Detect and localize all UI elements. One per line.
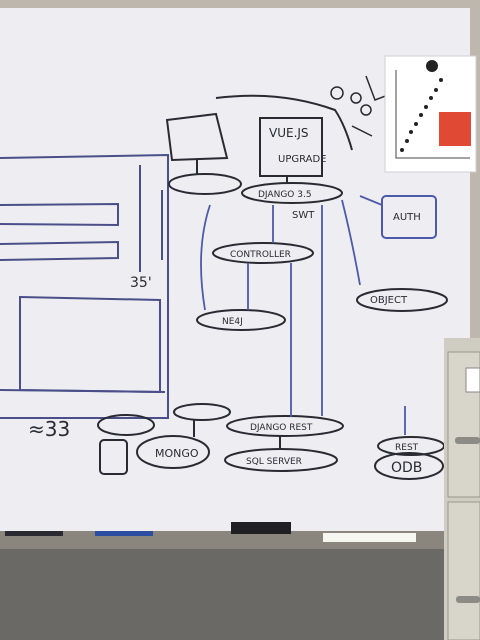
filing-cabinet: [444, 338, 480, 640]
vue-sub-label: UPGRADE: [278, 154, 327, 165]
node-left-top: [168, 173, 242, 195]
cylinder-icon: [99, 439, 128, 475]
node-ne4j: [196, 309, 286, 331]
mongo-box: [165, 112, 229, 162]
django-label: DJANGO 3.5: [258, 190, 312, 200]
eraser: [231, 522, 291, 534]
rest-label: REST: [395, 443, 419, 453]
mongo-label: MONGO: [155, 447, 199, 460]
node-mongo: [136, 435, 210, 469]
arrows-dark: [193, 94, 353, 449]
vue-label: VUE.JS: [269, 126, 309, 140]
marker-black: [5, 531, 63, 536]
node-controller: [212, 242, 314, 264]
measure-35: 35': [130, 275, 152, 291]
taped-graph-paper: [384, 55, 477, 173]
node-django-rest: [226, 415, 344, 437]
floorplan-sketch: [0, 153, 169, 419]
node-django: [241, 182, 343, 204]
auth-label: AUTH: [393, 212, 421, 223]
node-small: [173, 403, 231, 421]
swt-label: SWT: [292, 210, 315, 221]
node-object: [356, 288, 448, 312]
vue-box: [259, 117, 323, 177]
node-cylinder-top: [97, 414, 155, 436]
auth-box: [381, 195, 437, 239]
doodles: [330, 75, 389, 137]
ne4j-label: NE4J: [222, 317, 243, 327]
django-rest-label: DJANGO REST: [250, 423, 313, 433]
object-label: OBJECT: [370, 295, 408, 306]
nodes: [97, 173, 448, 480]
sql-label: SQL SERVER: [246, 457, 302, 467]
measure-33: ≈33: [28, 417, 70, 441]
tray-items: [5, 522, 416, 542]
paper-scrap: [323, 533, 416, 542]
odb-label: ODB: [391, 460, 422, 476]
arrows: [200, 195, 406, 435]
node-odb: [374, 452, 444, 480]
marker-blue: [95, 531, 153, 536]
controller-label: CONTROLLER: [230, 250, 291, 260]
